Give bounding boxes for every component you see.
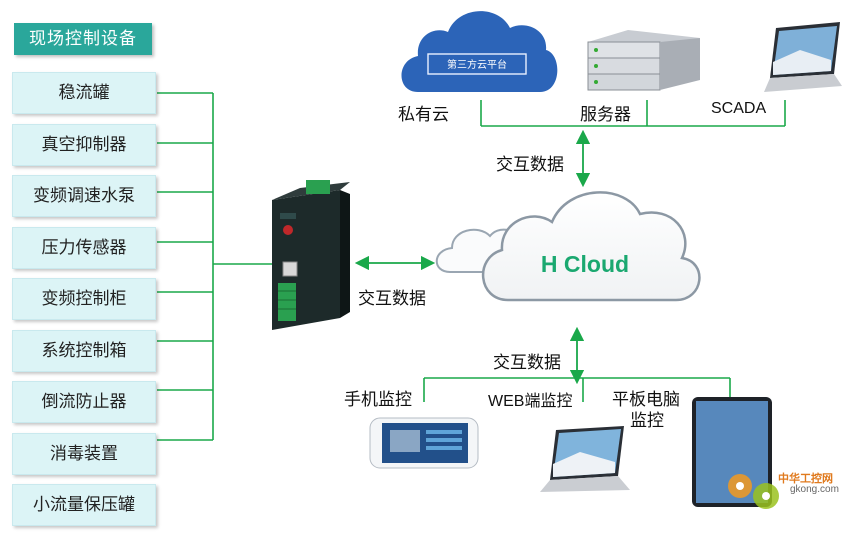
tablet-monitor-label-line2: 监控 [630, 411, 664, 430]
device-list: 稳流罐真空抑制器变频调速水泵压力传感器变频控制柜系统控制箱倒流防止器消毒装置小流… [12, 72, 156, 536]
bottom-bracket [423, 377, 731, 402]
platform-label: 第三方云平台 [447, 60, 507, 71]
web-monitor-label: WEB端监控 [488, 393, 573, 410]
device-item[interactable]: 系统控制箱 [12, 329, 156, 372]
device-item[interactable]: 真空抑制器 [12, 123, 156, 166]
h-cloud [481, 191, 701, 302]
watermark-gears [728, 474, 779, 509]
exchange-label-left: 交互数据 [358, 289, 426, 308]
web-laptop [540, 426, 630, 492]
device-item[interactable]: 消毒装置 [12, 432, 156, 475]
device-item[interactable]: 变频控制柜 [12, 278, 156, 320]
watermark-cn: 中华工控网 [778, 473, 833, 485]
device-bus [157, 92, 272, 441]
platform-box [427, 53, 527, 75]
phone [369, 417, 479, 469]
scada-label: SCADA [711, 100, 767, 117]
top-bracket [480, 100, 786, 127]
device-item[interactable]: 倒流防止器 [12, 381, 156, 423]
phone-monitor-label: 手机监控 [344, 390, 412, 409]
exchange-label-bottom: 交互数据 [493, 353, 561, 372]
server-label: 服务器 [580, 105, 631, 124]
private-cloud-shape [401, 11, 558, 92]
gateway-device [272, 180, 350, 330]
device-item[interactable]: 稳流罐 [12, 72, 156, 114]
device-item[interactable]: 变频调速水泵 [12, 175, 156, 217]
device-item[interactable]: 小流量保压罐 [12, 484, 156, 526]
watermark-url: gkong.com [790, 484, 839, 495]
diagram-graphics [157, 11, 842, 509]
device-item[interactable]: 压力传感器 [12, 226, 156, 269]
site-title: 现场控制设备 [14, 23, 152, 55]
server-rack [587, 30, 700, 91]
tablet-monitor-label-line1: 平板电脑 [612, 390, 680, 409]
h-cloud-label: H Cloud [540, 251, 630, 277]
scada-laptop [764, 22, 842, 92]
exchange-label-top: 交互数据 [496, 155, 564, 174]
private-cloud-label: 私有云 [398, 105, 449, 124]
